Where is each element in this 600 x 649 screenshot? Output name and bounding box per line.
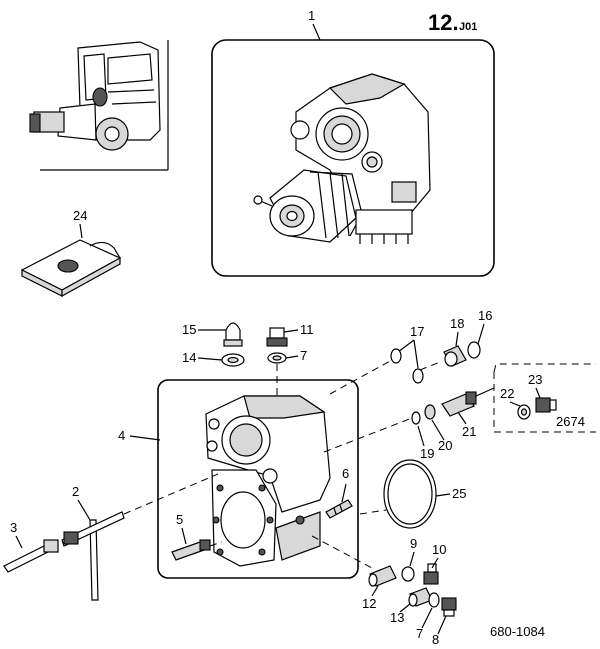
callout-18: 18 xyxy=(450,316,464,331)
callout-17: 17 xyxy=(410,324,424,339)
callout-14: 14 xyxy=(182,350,196,365)
callout-7b: 7 xyxy=(416,626,423,641)
sealing-ring-7b xyxy=(428,592,440,608)
housing-frame xyxy=(157,379,359,579)
callout-8: 8 xyxy=(432,632,439,647)
plug-11 xyxy=(266,327,288,347)
bushing-18 xyxy=(443,345,467,367)
shift-lever-2 xyxy=(61,511,125,601)
callout-23: 23 xyxy=(528,372,542,387)
section-number: 12. xyxy=(428,10,459,35)
callout-21: 21 xyxy=(462,424,476,439)
bushing-13 xyxy=(408,587,433,607)
callout-4: 4 xyxy=(118,428,125,443)
callout-15: 15 xyxy=(182,322,196,337)
section-heading: 12. J01 xyxy=(428,10,477,35)
callout-7a: 7 xyxy=(300,348,307,363)
section-suffix: J01 xyxy=(459,21,477,33)
plug-8 xyxy=(441,597,457,617)
callout-11: 11 xyxy=(300,322,314,337)
washer-19 xyxy=(411,411,421,425)
figure-code: 680-1084 xyxy=(490,624,545,639)
callout-5: 5 xyxy=(176,512,183,527)
circlip-17a xyxy=(390,348,402,364)
callout-24: 24 xyxy=(73,208,87,223)
bolt-5 xyxy=(171,539,211,561)
detail-box xyxy=(493,363,596,373)
breather-plug xyxy=(223,322,243,347)
o-ring-16 xyxy=(467,341,481,359)
rod-3 xyxy=(3,539,59,573)
gasket-25 xyxy=(383,459,437,529)
callout-20: 20 xyxy=(438,438,452,453)
assembly-frame xyxy=(211,39,495,277)
callout-12: 12 xyxy=(362,596,376,611)
callout-3: 3 xyxy=(10,520,17,535)
transfer-case-housing-icon xyxy=(205,395,331,567)
callout-10: 10 xyxy=(432,542,446,557)
callout-2: 2 xyxy=(72,484,79,499)
transfer-case-assembly-icon xyxy=(253,73,431,244)
stud-6 xyxy=(325,499,353,519)
callout-6: 6 xyxy=(342,466,349,481)
detail-reference: 2674 xyxy=(556,414,585,429)
callout-1: 1 xyxy=(308,8,315,23)
callout-9: 9 xyxy=(410,536,417,551)
circlip-17b xyxy=(412,368,424,384)
callout-19: 19 xyxy=(420,446,434,461)
seal-9 xyxy=(401,566,415,582)
nameplate-icon xyxy=(20,239,122,298)
truck-location-icon xyxy=(29,40,169,171)
switch-21 xyxy=(441,387,495,417)
callout-16: 16 xyxy=(478,308,492,323)
callout-13: 13 xyxy=(390,610,404,625)
callout-25: 25 xyxy=(452,486,466,501)
pin-12 xyxy=(368,565,397,587)
plug-10 xyxy=(423,563,439,585)
callout-22: 22 xyxy=(500,386,514,401)
plug-23 xyxy=(535,397,557,413)
ring-20 xyxy=(424,404,436,420)
